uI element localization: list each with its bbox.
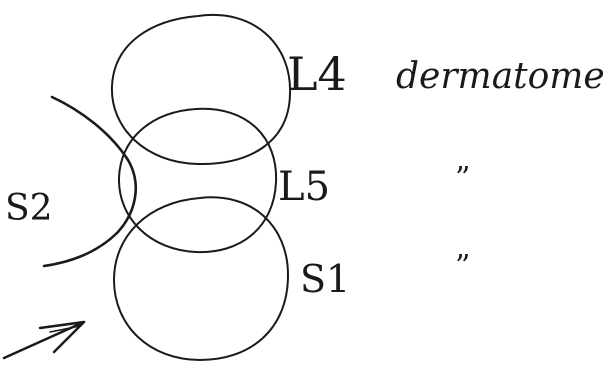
s2-label: S2 xyxy=(5,188,53,229)
l5-circle xyxy=(117,107,278,254)
s1-circle xyxy=(113,196,289,361)
s1-label: S1 xyxy=(300,257,350,301)
l5-ditto-mark: ” xyxy=(455,161,470,196)
arrow-icon xyxy=(2,320,86,360)
s2-boundary-curve xyxy=(42,95,138,268)
l5-label: L5 xyxy=(278,164,330,210)
l4-label: L4 xyxy=(287,47,347,101)
l4-circle xyxy=(110,13,292,166)
dermatome-label: dermatome xyxy=(396,56,605,97)
s1-ditto-mark: ” xyxy=(455,249,470,284)
